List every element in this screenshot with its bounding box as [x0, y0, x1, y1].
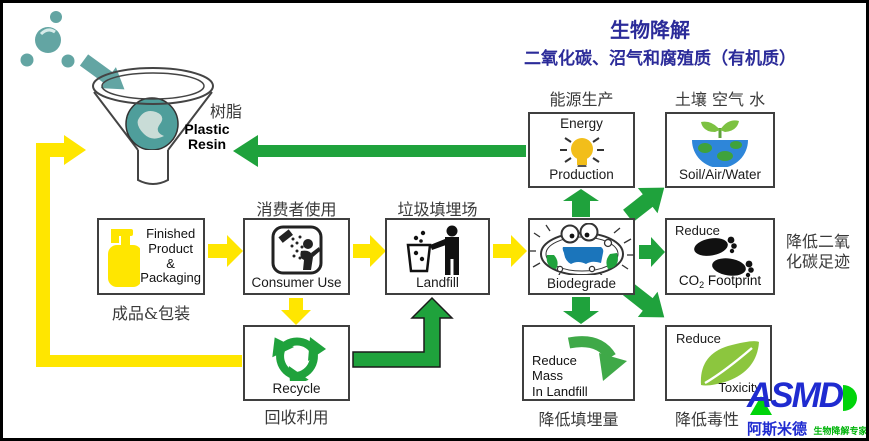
- arrow-consumer-to-landfill: [353, 235, 386, 267]
- landfill-box: Landfill: [385, 218, 490, 295]
- biodegrade-box: Biodegrade: [528, 218, 635, 295]
- earth-sprout-icon: [692, 120, 748, 167]
- molecule-atom-small-1: [50, 11, 62, 23]
- resin-label-line1: Plastic: [184, 121, 230, 137]
- down-curve-arrow-icon: [567, 336, 627, 381]
- finished-line-2: Product: [148, 240, 194, 256]
- landfill-caption-cn: 垃圾填埋场: [397, 200, 478, 219]
- soil-caption-cn: 土壤 空气 水: [674, 90, 766, 109]
- finished-product-label: Finished Product & Packaging: [140, 227, 201, 285]
- logo-name-cn: 阿斯米德: [747, 420, 808, 438]
- molecule-atom-small-3: [61, 54, 75, 68]
- page-title: 生物降解: [610, 18, 690, 42]
- resin-label-en: Plastic Resin: [176, 121, 238, 153]
- co2-prefix: CO: [678, 273, 700, 288]
- logo-d-accent-icon: [843, 385, 857, 411]
- finished-line-3: &: [166, 255, 175, 271]
- reduce-mass-label: Reduce Mass In Landfill: [532, 353, 588, 399]
- consumer-caption-cn: 消费者使用: [256, 200, 337, 219]
- co2-suffix: Footprint: [704, 273, 762, 288]
- mass-line-3: In Landfill: [532, 383, 588, 399]
- soil-label: Soil/Air/Water: [678, 167, 761, 182]
- reduce-toxicity-box: Reduce Toxicity: [665, 325, 772, 401]
- logo-text: ASMD: [747, 376, 844, 415]
- molecule-atom-small-2: [20, 53, 34, 67]
- resin-funnel-illustration: [20, 11, 214, 185]
- toxicity-label-top: Reduce: [676, 331, 721, 346]
- finished-line-4: Packaging: [140, 270, 201, 286]
- litter-disposal-icon: [406, 225, 459, 275]
- arrow-energy-to-resin: [233, 135, 526, 167]
- leaf-icon: [700, 341, 759, 386]
- co2-label-top: Reduce: [675, 223, 720, 238]
- page-subtitle: 二氧化碳、沼气和腐殖质（有机质）: [524, 49, 796, 69]
- arrow-biodegrade-to-mass: [563, 297, 599, 324]
- logo-tagline: 生物降解专家: [813, 427, 868, 437]
- reduce-mass-box: Reduce Mass In Landfill: [522, 325, 635, 401]
- energy-label-bottom: Production: [549, 167, 614, 182]
- light-bulb-icon: [559, 137, 604, 167]
- funnel-rim-inner: [101, 72, 205, 100]
- molecule-highlight: [39, 28, 56, 36]
- co2-label-bottom: CO2 Footprint: [667, 273, 773, 290]
- resin-label-line2: Resin: [187, 136, 227, 153]
- toxicity-label-bottom: Toxicity: [718, 380, 761, 395]
- energy-production-box: Energy Production: [528, 112, 635, 188]
- mass-line-1: Reduce: [532, 353, 577, 368]
- asmd-logo: ASMD 阿斯米德 生物降解专家: [747, 378, 868, 439]
- funnel-rim-outer: [92, 67, 214, 105]
- consumer-use-label: Consumer Use: [251, 275, 342, 290]
- mass-caption-cn: 降低填埋量: [538, 410, 619, 429]
- logo-triangle-icon: [750, 396, 772, 415]
- footprints-icon: [694, 236, 754, 278]
- funnel-cone: [93, 91, 213, 151]
- resin-caption-cn: 树脂: [210, 102, 243, 121]
- energy-label-top: Energy: [560, 116, 603, 131]
- shower-icon: [271, 225, 322, 275]
- resin-sphere-swirl: [137, 111, 164, 139]
- co2-caption-line2: 化碳足迹: [786, 252, 851, 271]
- mass-line-2: Mass: [532, 368, 564, 384]
- arrow-biodegrade-to-co2: [639, 237, 665, 267]
- finished-product-box: Finished Product & Packaging: [97, 218, 205, 295]
- arrow-consumer-to-recycle: [281, 298, 311, 325]
- arrow-landfill-to-biodegrade: [493, 235, 527, 267]
- co2-caption-cn: 降低二氧 化碳足迹: [786, 232, 850, 272]
- arrow-biodegrade-to-soil: [623, 187, 665, 223]
- energy-caption-cn: 能源生产: [549, 90, 614, 109]
- biodegrade-label: Biodegrade: [546, 276, 617, 291]
- toxicity-caption-cn: 降低毒性: [674, 410, 739, 429]
- co2-caption-line1: 降低二氧: [786, 232, 851, 251]
- arrow-molecule-to-funnel: [79, 54, 125, 90]
- funnel-stem: [137, 150, 169, 185]
- microbe-icon: [529, 223, 634, 275]
- co2-subscript: 2: [699, 280, 705, 290]
- reduce-co2-box: Reduce CO2 Footprint: [665, 218, 775, 295]
- recycle-box: Recycle: [243, 325, 350, 401]
- arrow-finished-to-consumer: [208, 235, 243, 267]
- consumer-use-box: Consumer Use: [243, 218, 350, 295]
- soil-air-water-box: Soil/Air/Water: [665, 112, 775, 188]
- arrow-biodegrade-to-energy: [563, 189, 599, 217]
- arrow-recycle-to-landfill: [352, 296, 454, 368]
- pump-bottle-icon: [108, 228, 141, 287]
- recycle-symbol-icon: [266, 331, 328, 381]
- finished-line-1: Finished: [146, 226, 196, 242]
- recycle-caption-cn: 回收利用: [264, 408, 329, 427]
- asmd-logo-wordmark: ASMD: [747, 378, 865, 418]
- finished-caption-cn: 成品&包装: [111, 304, 191, 323]
- recycle-label: Recycle: [272, 381, 321, 396]
- landfill-label: Landfill: [416, 275, 459, 290]
